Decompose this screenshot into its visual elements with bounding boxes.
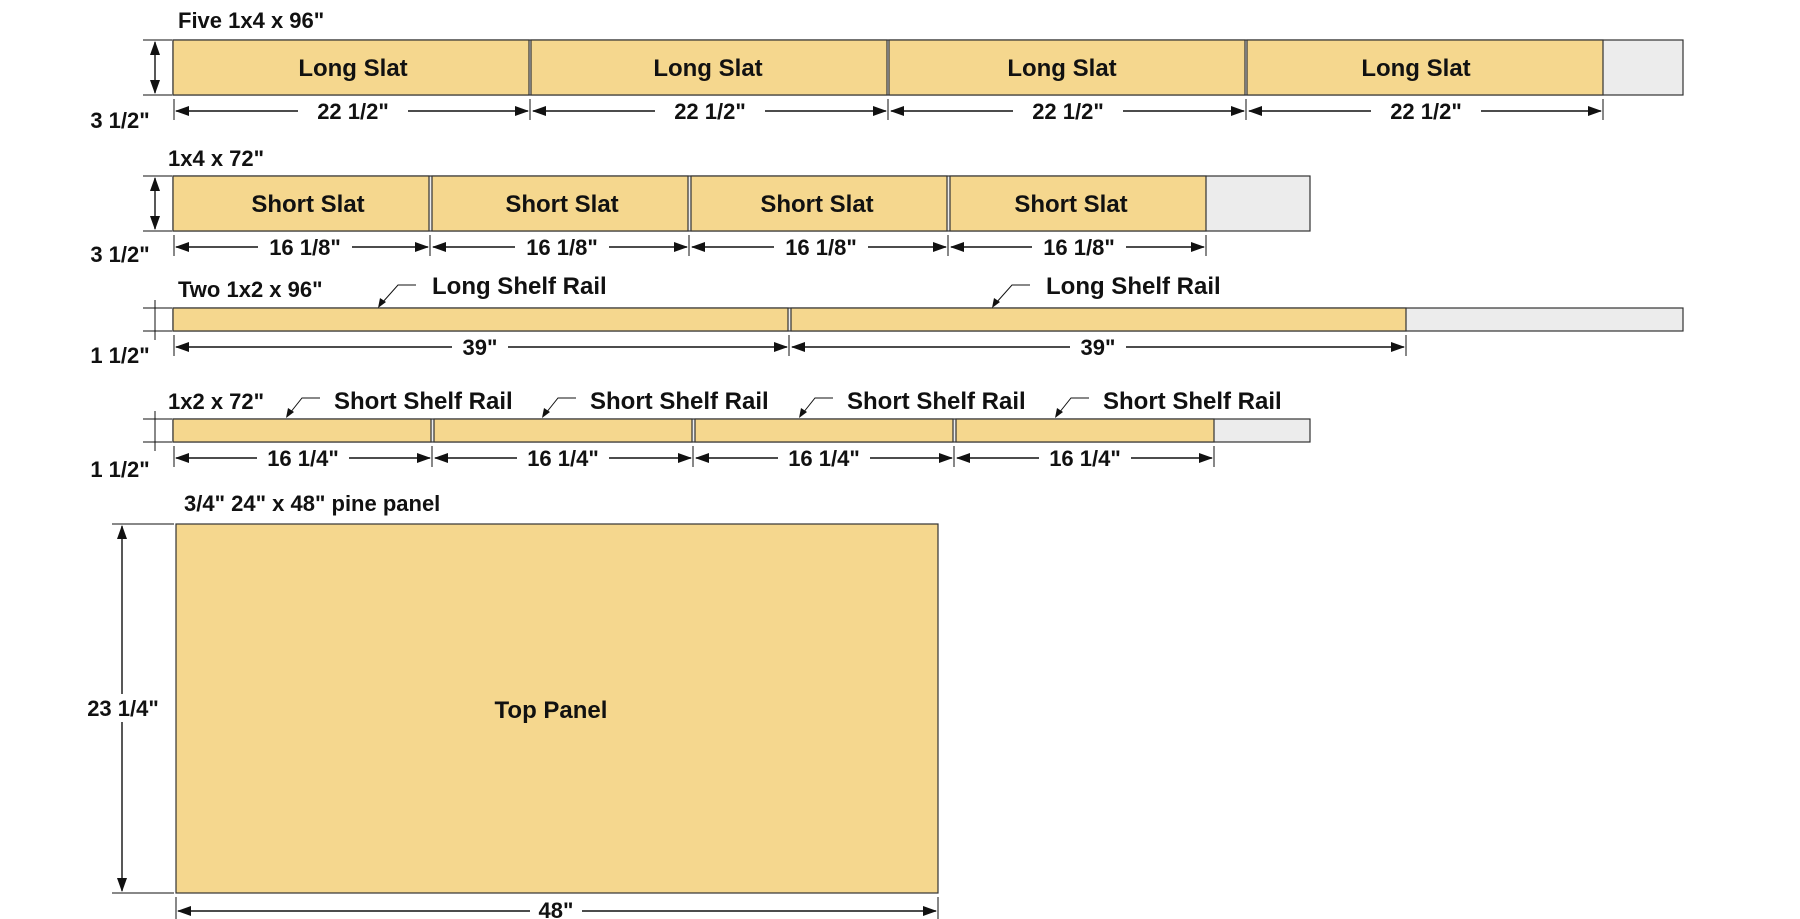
board-2-piece-4 [949, 175, 1207, 232]
board-2-dim-3-label: 16 1/8" [785, 235, 857, 260]
board-2-piece-1-label: Short Slat [251, 191, 364, 218]
pine-panel: 3/4" 24" x 48" pine panel Top Panel 23 1… [76, 491, 939, 919]
board-3-piece-1-label: Long Shelf Rail [432, 273, 607, 300]
board-2-piece-3 [690, 175, 948, 232]
board-2-dim-1-label: 16 1/8" [269, 235, 341, 260]
board-1: Five 1x4 x 96" Long Slat Long Slat Long … [90, 8, 1684, 133]
board-2-title: 1x4 x 72" [168, 146, 264, 171]
board-1-dim-4-label: 22 1/2" [1390, 99, 1462, 124]
panel-width-label: 48" [539, 898, 574, 919]
board-4-piece-2-label: Short Shelf Rail [590, 388, 769, 415]
board-2-piece-2 [431, 175, 689, 232]
board-2-piece-2-label: Short Slat [505, 191, 618, 218]
board-4-callout-2 [545, 397, 576, 414]
board-4-piece-3 [694, 418, 954, 443]
panel-height-label: 23 1/4" [87, 696, 159, 721]
board-3-title: Two 1x2 x 96" [178, 277, 323, 302]
board-4-dim-1-label: 16 1/4" [267, 446, 339, 471]
board-3-dim-2-label: 39" [1081, 335, 1116, 360]
board-4-callout-1 [289, 397, 320, 414]
board-1-piece-3-label: Long Slat [1007, 55, 1116, 82]
board-3-dim-1-label: 39" [463, 335, 498, 360]
board-3-piece-1 [172, 307, 789, 332]
board-1-piece-3 [888, 39, 1246, 96]
board-3-callout-2 [995, 284, 1030, 304]
board-4-dim-3-label: 16 1/4" [788, 446, 860, 471]
board-2-piece-4-label: Short Slat [1014, 191, 1127, 218]
board-4-piece-2 [433, 418, 693, 443]
top-panel-label: Top Panel [495, 697, 608, 724]
board-3-width-label: 1 1/2" [90, 343, 149, 368]
board-4-callout-4 [1058, 397, 1089, 414]
board-4-piece-1 [172, 418, 432, 443]
board-1-piece-4-label: Long Slat [1361, 55, 1470, 82]
board-1-piece-4 [1246, 39, 1604, 96]
board-1-title: Five 1x4 x 96" [178, 8, 324, 33]
board-1-piece-1-label: Long Slat [298, 55, 407, 82]
board-1-dim-1-label: 22 1/2" [317, 99, 389, 124]
board-1-width-label: 3 1/2" [90, 108, 149, 133]
board-4-callout-3 [802, 397, 833, 414]
board-4-dim-2-label: 16 1/4" [527, 446, 599, 471]
board-4-piece-3-label: Short Shelf Rail [847, 388, 1026, 415]
board-1-dim-2-label: 22 1/2" [674, 99, 746, 124]
board-4-piece-4 [955, 418, 1215, 443]
panel-title: 3/4" 24" x 48" pine panel [184, 491, 440, 516]
board-3-piece-2 [790, 307, 1407, 332]
board-2-dim-2-label: 16 1/8" [526, 235, 598, 260]
board-1-piece-1 [172, 39, 530, 96]
board-3-callout-1 [381, 284, 416, 304]
board-4-piece-1-label: Short Shelf Rail [334, 388, 513, 415]
board-2-piece-3-label: Short Slat [760, 191, 873, 218]
board-4-dim-4-label: 16 1/4" [1049, 446, 1121, 471]
board-4-width-label: 1 1/2" [90, 457, 149, 482]
board-1-dim-3-label: 22 1/2" [1032, 99, 1104, 124]
board-4: 1x2 x 72" Short Shelf Rail Short Shelf R… [90, 388, 1311, 482]
board-3-piece-2-label: Long Shelf Rail [1046, 273, 1221, 300]
top-panel [175, 523, 939, 894]
board-2-width-label: 3 1/2" [90, 242, 149, 267]
board-2-piece-1 [172, 175, 430, 232]
board-1-piece-2-label: Long Slat [653, 55, 762, 82]
board-2: 1x4 x 72" Short Slat Short Slat Short Sl… [90, 146, 1311, 267]
board-2-dim-4-label: 16 1/8" [1043, 235, 1115, 260]
board-4-piece-4-label: Short Shelf Rail [1103, 388, 1282, 415]
board-3: Two 1x2 x 96" Long Shelf Rail Long Shelf… [90, 273, 1684, 368]
board-1-piece-2 [530, 39, 888, 96]
board-4-title: 1x2 x 72" [168, 389, 264, 414]
